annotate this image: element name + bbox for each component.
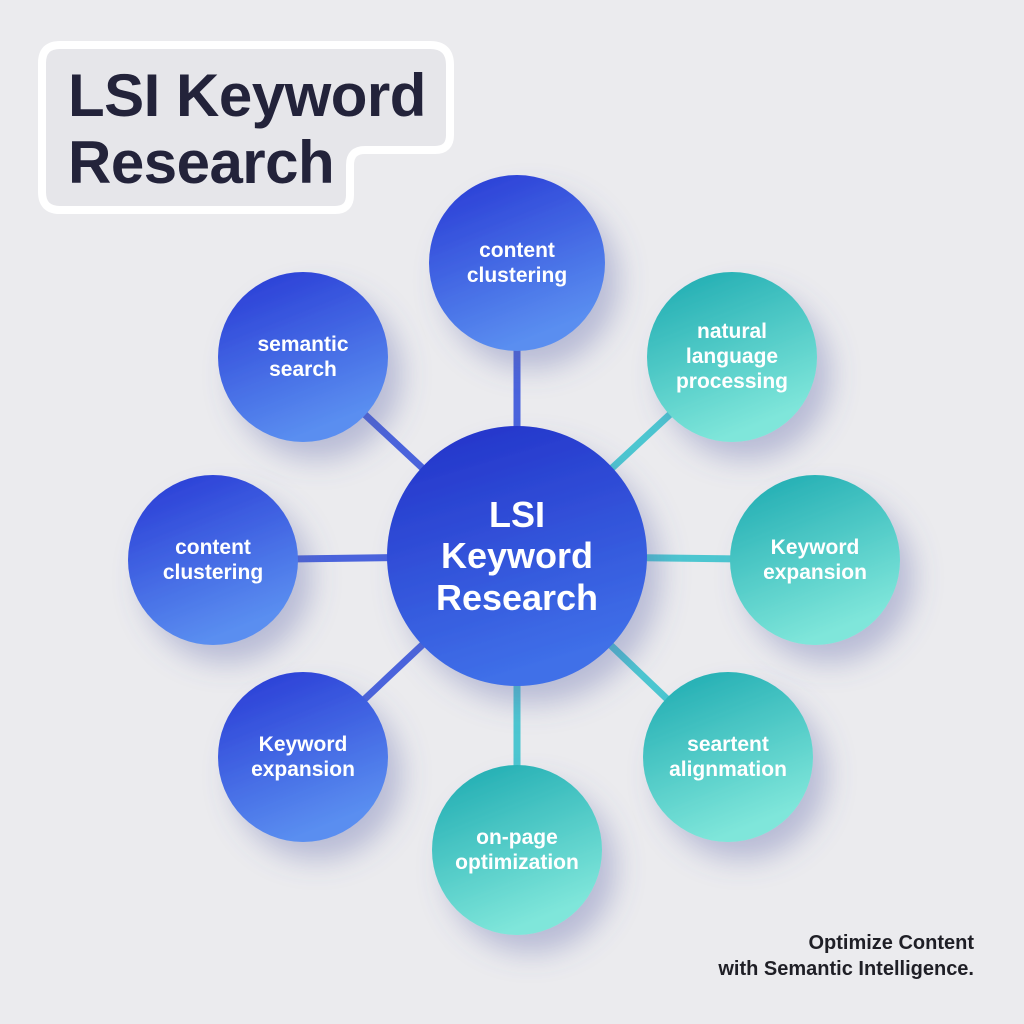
tagline-line-1: Optimize Content (808, 932, 974, 954)
tagline: Optimize Content with Semantic Intellige… (718, 930, 974, 982)
topic-node-circle[interactable] (432, 765, 602, 935)
topic-node-label: content clustering (466, 238, 568, 287)
title-frame (38, 41, 454, 214)
topic-node-circle[interactable] (128, 475, 298, 645)
topic-node-label: Keyword expansion (251, 732, 355, 781)
topic-node-label: semantic search (257, 332, 349, 381)
title-line-2: Research (68, 129, 335, 197)
topic-node-label: content clustering (162, 535, 264, 584)
title-line-1: LSI Keyword (68, 62, 426, 129)
topic-node-label: natural language processing (675, 320, 789, 394)
page-title: LSI Keyword Research (68, 62, 426, 196)
topic-node-circle[interactable] (218, 672, 388, 842)
topic-node-circle[interactable] (643, 672, 813, 842)
tagline-line-2: with Semantic Intelligence. (718, 958, 974, 980)
center-node-label: LSI Keyword Research (435, 493, 599, 618)
center-node-circle[interactable] (387, 426, 647, 686)
topic-node-label: seartent alignmation (669, 732, 787, 781)
topic-node-circle[interactable] (429, 175, 605, 351)
topic-node-circle[interactable] (730, 475, 900, 645)
topic-node-circle[interactable] (647, 272, 817, 442)
topic-node-label: on-page optimization (455, 825, 579, 874)
topic-node-label: Keyword expansion (763, 535, 867, 584)
topic-node-circle[interactable] (218, 272, 388, 442)
